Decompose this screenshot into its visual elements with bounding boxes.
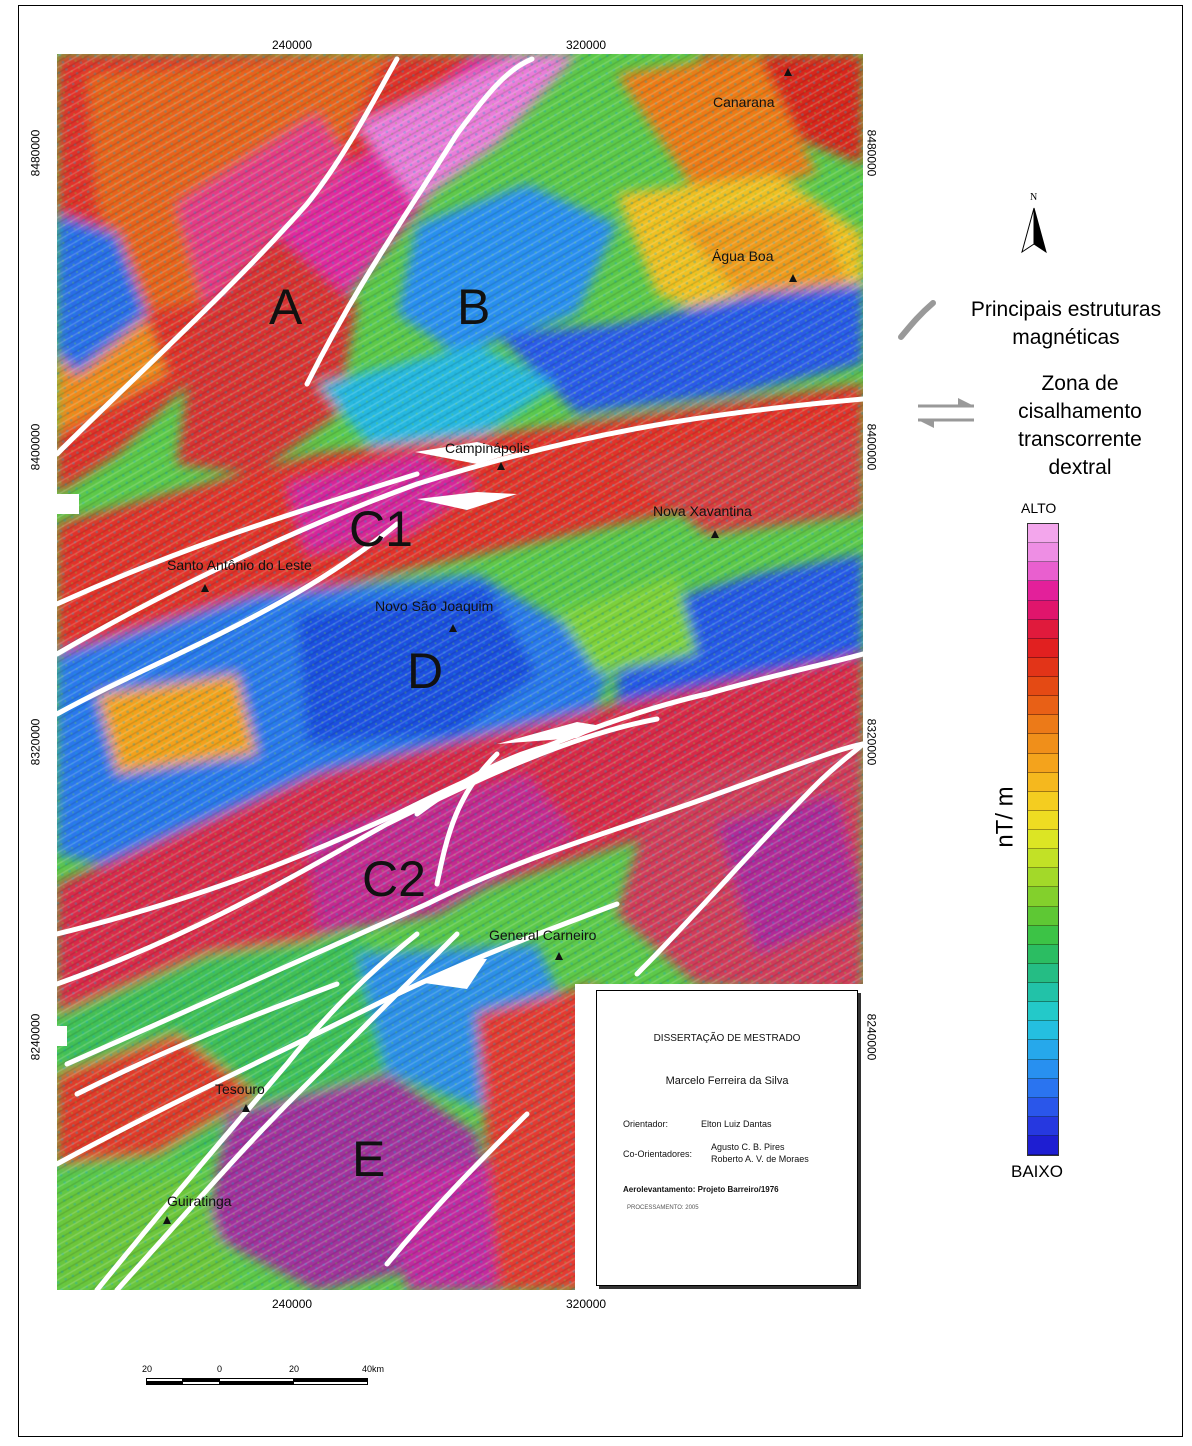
processamento: PROCESSAMENTO: 2005 bbox=[627, 1205, 699, 1211]
x-coord-bottom-240000: 240000 bbox=[272, 1297, 313, 1311]
block-label-c1: C1 bbox=[349, 501, 413, 557]
town-general-carneiro: General Carneiro bbox=[489, 927, 597, 943]
y-coord-right-8480000: 8480000 bbox=[864, 129, 879, 177]
colorbar-swatch bbox=[1028, 849, 1058, 869]
colorbar-top-label: ALTO bbox=[1021, 500, 1057, 516]
colorbar-swatch bbox=[1028, 619, 1058, 639]
colorbar-swatch bbox=[1028, 1097, 1058, 1117]
x-coord-top-320000: 320000 bbox=[566, 38, 607, 52]
town-nova-xavantina: Nova Xavantina bbox=[653, 503, 752, 519]
colorbar-swatch bbox=[1028, 524, 1058, 544]
colorbar-swatch bbox=[1028, 677, 1058, 697]
block-label-d: D bbox=[407, 643, 443, 699]
colorbar-swatch bbox=[1028, 753, 1058, 773]
colorbar-swatch bbox=[1028, 1116, 1058, 1136]
thesis-author: Marcelo Ferreira da Silva bbox=[665, 1075, 789, 1087]
y-coord-left-8240000: 8240000 bbox=[28, 1013, 43, 1061]
colorbar-unit: nT/ m bbox=[991, 786, 1019, 848]
map-frame bbox=[18, 5, 1183, 1437]
y-coord-right-8320000: 8320000 bbox=[864, 718, 879, 766]
colorbar-swatch bbox=[1028, 1059, 1058, 1079]
coorientador-1: Agusto C. B. Pires bbox=[711, 1142, 785, 1152]
aerolevantamento: Aerolevantamento: Projeto Barreiro/1976 bbox=[623, 1185, 779, 1194]
y-coord-left-8320000: 8320000 bbox=[28, 718, 43, 766]
structure-legend-icon bbox=[898, 300, 936, 340]
north-arrow-icon bbox=[1021, 207, 1047, 254]
colorbar-bottom-label: BAIXO bbox=[1011, 1162, 1063, 1181]
y-coord-right-8240000: 8240000 bbox=[864, 1013, 879, 1061]
orientador-name: Elton Luiz Dantas bbox=[701, 1119, 772, 1129]
colorbar-swatch bbox=[1028, 600, 1058, 620]
colorbar-swatch bbox=[1028, 1040, 1058, 1060]
legend-shear-zone: Zona de cisalhamento transcorrente dextr… bbox=[1018, 372, 1142, 479]
town-santo-antonio-do-leste: Santo Antônio do Leste bbox=[167, 557, 312, 573]
y-coord-left-8400000: 8400000 bbox=[28, 423, 43, 471]
colorbar-swatch bbox=[1028, 925, 1058, 945]
colorbar-swatch bbox=[1028, 696, 1058, 716]
block-label-e: E bbox=[352, 1131, 385, 1187]
y-coord-left-8480000: 8480000 bbox=[28, 129, 43, 177]
colorbar-swatch bbox=[1028, 1136, 1058, 1156]
north-arrow: N bbox=[1019, 192, 1049, 256]
thesis-info-box: DISSERTAÇÃO DE MESTRADO Marcelo Ferreira… bbox=[596, 990, 858, 1286]
legend-structures: Principais estruturas magnéticas bbox=[970, 298, 1162, 349]
colorbar-swatch bbox=[1028, 868, 1058, 888]
x-coord-top-240000: 240000 bbox=[272, 38, 313, 52]
colorbar-swatch bbox=[1028, 543, 1058, 563]
block-label-c2: C2 bbox=[362, 851, 426, 907]
scale-label-0: 0 bbox=[217, 1364, 223, 1374]
town-markers bbox=[163, 68, 797, 1224]
colorbar-swatch bbox=[1028, 657, 1058, 677]
town-campinapolis: Campinápolis bbox=[445, 440, 530, 456]
colorbar bbox=[1027, 523, 1059, 1156]
magnetic-structures bbox=[57, 56, 863, 1290]
colorbar-swatch bbox=[1028, 887, 1058, 907]
north-label: N bbox=[1030, 192, 1038, 203]
scale-label-20-right: 20 bbox=[289, 1364, 300, 1374]
scale-label-40km: 40km bbox=[362, 1364, 385, 1374]
town-canarana: Canarana bbox=[713, 94, 775, 110]
town-agua-boa: Água Boa bbox=[712, 248, 774, 264]
scale-label-20-left: 20 bbox=[142, 1364, 153, 1374]
colorbar-swatch bbox=[1028, 734, 1058, 754]
block-label-a: A bbox=[269, 279, 303, 335]
town-guiratinga: Guiratinga bbox=[167, 1193, 232, 1209]
town-tesouro: Tesouro bbox=[215, 1081, 265, 1097]
colorbar-swatch bbox=[1028, 983, 1058, 1003]
coorientadores-label: Co-Orientadores: bbox=[623, 1149, 693, 1159]
colorbar-swatch bbox=[1028, 830, 1058, 850]
colorbar-swatch bbox=[1028, 772, 1058, 792]
colorbar-swatch bbox=[1028, 715, 1058, 735]
x-coord-bottom-320000: 320000 bbox=[566, 1297, 607, 1311]
scale-bar bbox=[146, 1378, 368, 1385]
coorientador-2: Roberto A. V. de Moraes bbox=[711, 1154, 809, 1164]
colorbar-swatch bbox=[1028, 1002, 1058, 1022]
block-label-b: B bbox=[457, 279, 490, 335]
colorbar-swatch bbox=[1028, 581, 1058, 601]
colorbar-swatch bbox=[1028, 638, 1058, 658]
shear-legend-icon bbox=[918, 398, 974, 428]
colorbar-swatch bbox=[1028, 810, 1058, 830]
colorbar-swatch bbox=[1028, 906, 1058, 926]
thesis-title: DISSERTAÇÃO DE MESTRADO bbox=[653, 1033, 801, 1044]
orientador-label: Orientador: bbox=[623, 1119, 669, 1129]
colorbar-swatch bbox=[1028, 1078, 1058, 1098]
shear-arrows bbox=[415, 442, 602, 989]
colorbar-swatch bbox=[1028, 562, 1058, 582]
town-novo-sao-joaquim: Novo São Joaquim bbox=[375, 598, 493, 614]
colorbar-swatch bbox=[1028, 791, 1058, 811]
colorbar-swatch bbox=[1028, 963, 1058, 983]
y-coord-right-8400000: 8400000 bbox=[864, 423, 879, 471]
colorbar-swatch bbox=[1028, 944, 1058, 964]
colorbar-swatch bbox=[1028, 1021, 1058, 1041]
